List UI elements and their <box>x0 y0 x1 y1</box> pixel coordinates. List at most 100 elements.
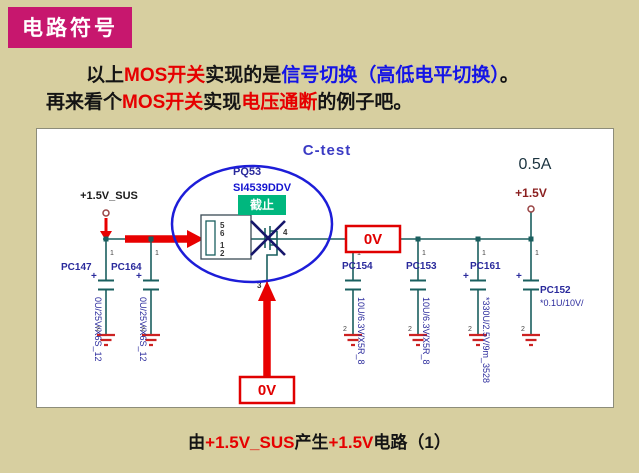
cap-pin-label: 2 <box>96 326 100 333</box>
mosfet-pin-label: 1 <box>220 241 225 250</box>
ground-icon <box>97 333 115 347</box>
capacitor-value: 10U/6.3V/X5R_8 <box>356 297 366 365</box>
probe-label: 0V <box>364 231 382 248</box>
capacitor-value: *0.1U/10V/ <box>540 298 584 308</box>
text-segment: MOS开关 <box>122 92 204 113</box>
arrow-head <box>100 231 112 241</box>
power-feed-arrow-icon <box>100 218 112 241</box>
cap-pin-label: 1 <box>535 250 539 257</box>
schematic-title: C-test <box>303 142 352 159</box>
caption: 由+1.5V_SUS产生+1.5V电路（1） <box>0 428 639 453</box>
intro-line-2: 再来看个MOS开关实现电压通断的例子吧。 <box>46 89 618 116</box>
probe-box <box>238 375 296 405</box>
state-badge: 截止 <box>238 195 286 215</box>
polarity-plus: + <box>516 271 522 282</box>
mosfet-pin-label: 6 <box>220 229 225 238</box>
mosfet-pin-label: 5 <box>220 221 225 230</box>
current-flow-arrow-icon <box>125 230 204 248</box>
voltage-probe-top: 0V <box>344 224 402 254</box>
voltage-probe-bottom: 0V <box>238 375 296 405</box>
capacitor-value: 0U/25V/X6S_12 <box>93 297 103 362</box>
highlight-ellipse-icon <box>170 164 334 284</box>
capacitor-plates <box>470 279 486 291</box>
capacitor-ref: PC154 <box>342 261 373 272</box>
probe-box <box>344 224 402 254</box>
mosfet-pin-label: 3 <box>257 281 262 290</box>
text-segment: 信号切换 <box>281 65 358 86</box>
capacitor-plates <box>345 279 361 291</box>
capacitor-ref: PC152 <box>540 285 571 296</box>
schematic-svg: C-test 0.5A +1.5V_SUS +1.5V <box>61 142 584 405</box>
voltage-rise-arrow-icon <box>258 281 276 376</box>
capacitor-plates <box>143 279 159 291</box>
polarity-plus: + <box>463 271 469 282</box>
cap-pin-label: 1 <box>110 250 114 257</box>
circuit-panel: C-test 0.5A +1.5V_SUS +1.5V <box>36 128 614 408</box>
text-segment: MOS开关 <box>124 65 206 86</box>
capacitor: PC147 0U/25V/X6S_12 + 1 2 <box>61 239 115 362</box>
main-wire <box>103 212 532 240</box>
text-segment: 实现的是 <box>205 65 282 86</box>
mosfet-inner-box <box>205 220 216 256</box>
capacitor-plates <box>410 279 426 291</box>
text-segment: 由 <box>188 433 206 452</box>
title-banner: 电路符号 <box>8 7 132 48</box>
part-number: SI4539DDV <box>233 182 292 194</box>
state-badge-bg <box>238 195 286 215</box>
text-segment: 产生 <box>294 433 329 452</box>
capacitor: PC161 *330U/2.5V/9m_3528 + 1 2 <box>463 239 501 383</box>
text-segment: 电压通断 <box>241 92 318 113</box>
mosfet-package <box>200 214 252 260</box>
capacitor-ref: PC161 <box>470 261 501 272</box>
capacitor-ref: PC164 <box>111 262 142 273</box>
capacitor: PC164 0U/25V/X6S_12 + 1 2 <box>111 239 160 362</box>
polarity-plus: + <box>91 271 97 282</box>
intro-line-1: 以上MOS开关实现的是信号切换（高低电平切换）。 <box>46 62 618 89</box>
cap-pin-label: 1 <box>422 250 426 257</box>
part-ref: PQ53 <box>233 166 261 178</box>
ground-icon <box>142 333 160 347</box>
capacitor: PC152 *0.1U/10V/ + 1 2 <box>516 239 584 347</box>
capacitor-plates <box>98 279 114 291</box>
ground-icon <box>344 333 362 347</box>
arrow-head <box>187 230 204 248</box>
text-segment: （高低电平切换） <box>357 65 500 86</box>
cap-pin-label: 1 <box>482 250 486 257</box>
ground-icon <box>469 333 487 347</box>
cap-pin-label: 2 <box>343 326 347 333</box>
text-segment: +1.5V <box>328 433 374 452</box>
text-segment: 再来看个 <box>46 92 123 113</box>
cap-pin-label: 1 <box>357 250 361 257</box>
cap-pin-label: 2 <box>141 326 145 333</box>
text-segment: 电路（1） <box>373 433 451 452</box>
cap-pin-label: 2 <box>408 326 412 333</box>
text-segment: 的例子吧。 <box>317 92 413 113</box>
mosfet-pin-label: 4 <box>283 228 288 237</box>
text-segment: 实现 <box>203 92 242 113</box>
arrow-head <box>258 281 276 301</box>
capacitor-value: 0U/25V/X6S_12 <box>138 297 148 362</box>
cap-pin-label: 2 <box>521 326 525 333</box>
net-label-1v5: +1.5V <box>515 186 547 200</box>
capacitor-ref: PC153 <box>406 261 437 272</box>
polarity-plus: + <box>136 271 142 282</box>
capacitor-plates <box>523 279 539 291</box>
capacitor: PC153 10U/6.3V/X5R_8 1 2 <box>406 239 437 365</box>
text-segment: 以上 <box>86 65 125 86</box>
intro-paragraph: 以上MOS开关实现的是信号切换（高低电平切换）。 再来看个MOS开关实现电压通断… <box>46 62 618 116</box>
text-segment: +1.5V_SUS <box>205 433 295 452</box>
mosfet-group: PQ53 SI4539DDV 5 6 1 2 4 3 截止 <box>170 164 334 293</box>
net-label-1v5-sus: +1.5V_SUS <box>80 190 138 202</box>
capacitor-ref: PC147 <box>61 262 92 273</box>
cap-pin-label: 1 <box>155 250 159 257</box>
state-badge-label: 截止 <box>250 197 274 212</box>
capacitor-value: *330U/2.5V/9m_3528 <box>481 297 491 383</box>
probe-label: 0V <box>258 382 276 399</box>
ground-icon <box>409 333 427 347</box>
capacitor-value: 10U/6.3V/X5R_8 <box>421 297 431 365</box>
cap-pin-label: 2 <box>468 326 472 333</box>
ground-icon <box>522 333 540 347</box>
terminal-icon <box>527 205 535 213</box>
mosfet-pin-label: 2 <box>220 249 225 258</box>
